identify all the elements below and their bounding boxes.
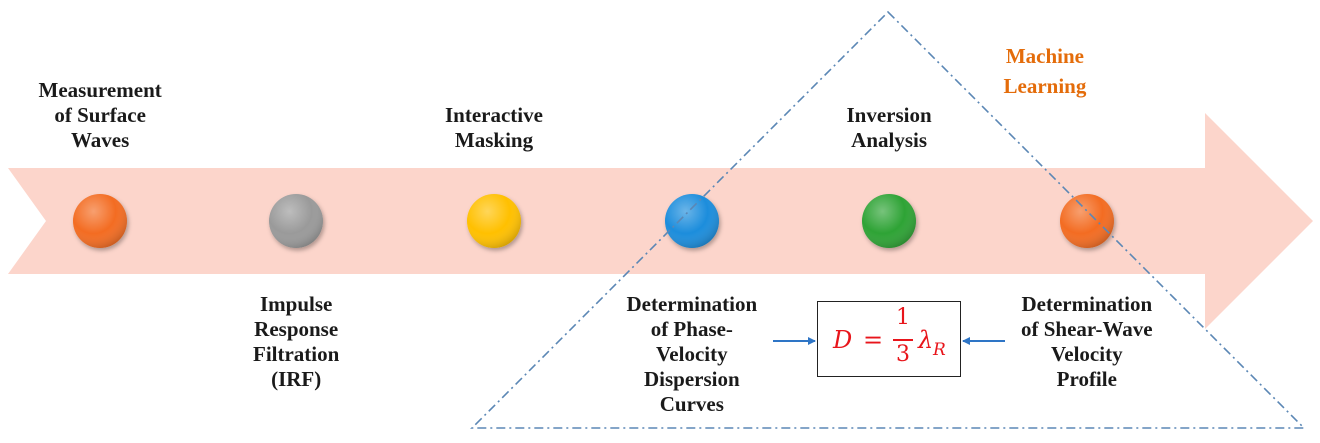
formula-fraction-bar: [893, 339, 913, 341]
label-line: Inversion: [846, 103, 932, 127]
label-line: Filtration: [253, 342, 340, 366]
label-line: Waves: [70, 128, 130, 152]
label-line: Curves: [659, 392, 724, 416]
depth-formula-box: D = 1 3 λ R: [817, 301, 961, 377]
step-marker-shading: [269, 194, 323, 248]
formula-lhs: D: [833, 326, 853, 354]
step-marker-irf: [269, 194, 323, 248]
label-line: Impulse: [259, 292, 333, 316]
formula-wavelength-symbol: λ: [918, 326, 934, 354]
step-marker-shading: [73, 194, 127, 248]
label-line: Velocity: [656, 342, 728, 366]
formula-numerator: 1: [896, 305, 910, 330]
label-line: (IRF): [271, 367, 322, 391]
label-line: Determination: [626, 292, 758, 316]
label-line: of Phase-: [650, 317, 733, 341]
label-line: Dispersion: [643, 367, 740, 391]
label-line: Determination: [1021, 292, 1153, 316]
step-marker-shear-wave: [1060, 194, 1114, 248]
process-flow-arrow: [8, 113, 1313, 329]
step-marker-shading: [665, 194, 719, 248]
machine-learning-triangle: [470, 10, 1306, 429]
label-line: Machine: [1005, 44, 1084, 68]
label-line: Measurement: [38, 78, 162, 102]
step-label-masking: Interactive Masking: [445, 103, 543, 153]
step-label-dispersion: Determination of Phase- Velocity Dispers…: [627, 292, 758, 417]
step-marker-measurement: [73, 194, 127, 248]
formula-subscript: R: [933, 340, 946, 360]
label-line: Response: [254, 317, 339, 341]
step-label-measurement: Measurement of Surface Waves: [39, 78, 162, 153]
formula-denominator: 3: [896, 342, 910, 367]
label-line: Masking: [454, 128, 534, 152]
machine-learning-label: Machine Learning: [1004, 41, 1087, 101]
label-line: Velocity: [1051, 342, 1123, 366]
step-markers: [73, 194, 1114, 248]
label-line: of Shear-Wave: [1021, 317, 1153, 341]
step-label-shear-wave: Determination of Shear-Wave Velocity Pro…: [1021, 292, 1153, 392]
depth-formula: D = 1 3 λ R: [818, 302, 962, 378]
step-label-inversion: Inversion Analysis: [847, 103, 932, 153]
step-marker-inversion: [862, 194, 916, 248]
label-line: Learning: [1003, 74, 1087, 98]
step-marker-dispersion: [665, 194, 719, 248]
label-line: of Surface: [54, 103, 146, 127]
label-line: Analysis: [851, 128, 928, 152]
step-marker-shading: [467, 194, 521, 248]
step-marker-shading: [862, 194, 916, 248]
label-line: Interactive: [445, 103, 543, 127]
step-label-irf: Impulse Response Filtration (IRF): [253, 292, 339, 392]
formula-equals: =: [863, 326, 884, 354]
step-marker-masking: [467, 194, 521, 248]
label-line: Profile: [1056, 367, 1117, 391]
step-marker-shading: [1060, 194, 1114, 248]
